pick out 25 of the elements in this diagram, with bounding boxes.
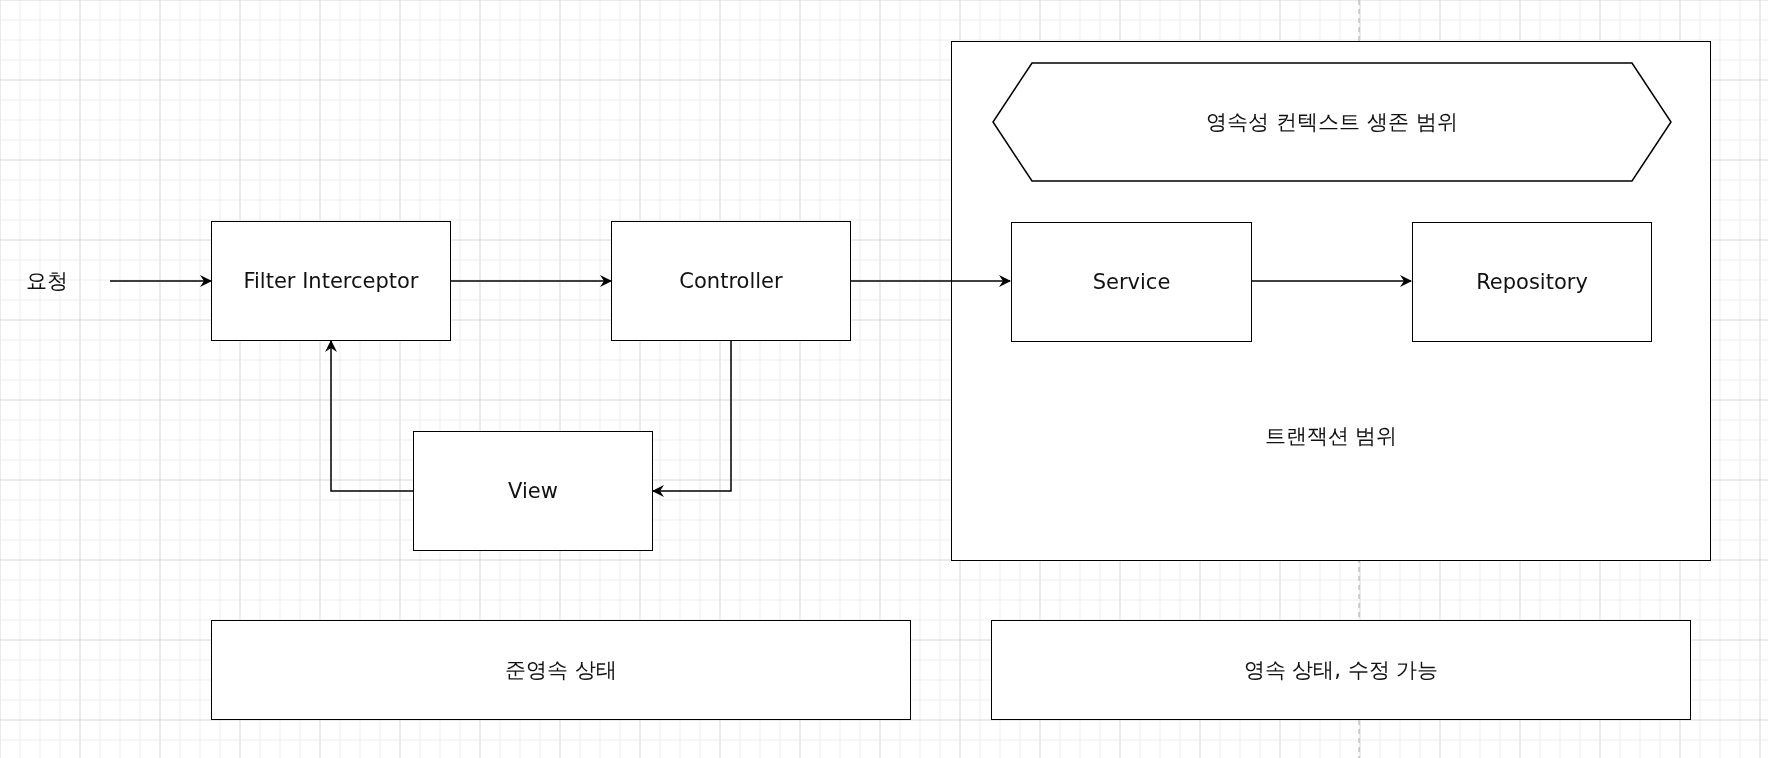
node-label: 영속성 컨텍스트 생존 범위 [1206, 109, 1458, 136]
node-label: 영속 상태, 수정 가능 [1243, 657, 1439, 684]
arrow [450, 275, 612, 287]
arrow [325, 340, 414, 492]
node-label: 준영속 상태 [505, 657, 617, 684]
hexagon-band [992, 62, 1672, 182]
process-box [211, 620, 911, 720]
process-box [611, 221, 851, 341]
arrow [1250, 275, 1412, 287]
transaction-scope-box [951, 41, 1711, 561]
node-label: Controller [679, 269, 783, 293]
node-label: Repository [1476, 270, 1588, 294]
node-label: Filter Interceptor [243, 269, 419, 293]
process-box [1412, 222, 1652, 342]
arrow [109, 275, 212, 287]
node-label: 트랜잭션 범위 [1264, 423, 1398, 450]
process-box [211, 221, 451, 341]
arrow [850, 275, 1011, 287]
process-box [413, 431, 653, 551]
arrow [652, 340, 732, 497]
process-box [991, 620, 1691, 720]
node-label: View [508, 479, 558, 503]
node-label: Service [1092, 270, 1171, 294]
node-label: 요청 [26, 268, 68, 295]
process-box [1011, 222, 1252, 342]
